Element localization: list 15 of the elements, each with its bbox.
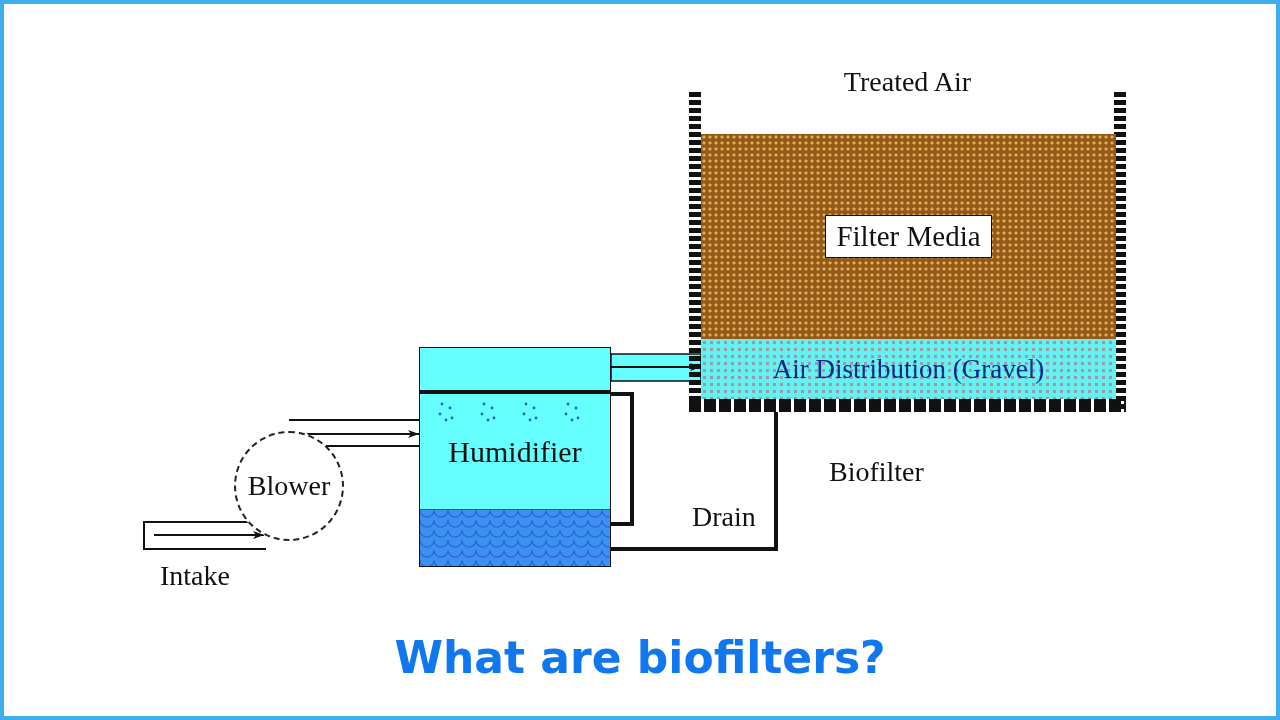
node-label: Humidifier <box>448 434 582 469</box>
node-label: Treated Air <box>843 66 972 98</box>
node-label: Air Distribution (Gravel) <box>772 353 1045 385</box>
pipe-arrow <box>143 521 267 550</box>
humidifier-tank <box>419 347 611 567</box>
text-label: Intake <box>160 560 230 592</box>
label-box: Filter Media <box>825 215 992 258</box>
caption-text: Biofilter <box>829 456 924 488</box>
node-label: Blower <box>247 470 331 502</box>
pipe-arrow <box>288 419 420 447</box>
gravel-layer <box>701 339 1116 399</box>
filter-media-layer <box>701 134 1116 339</box>
title: What are biofilters? <box>394 632 886 683</box>
pipe-arrow <box>610 353 702 382</box>
drain-pipe <box>611 412 778 551</box>
